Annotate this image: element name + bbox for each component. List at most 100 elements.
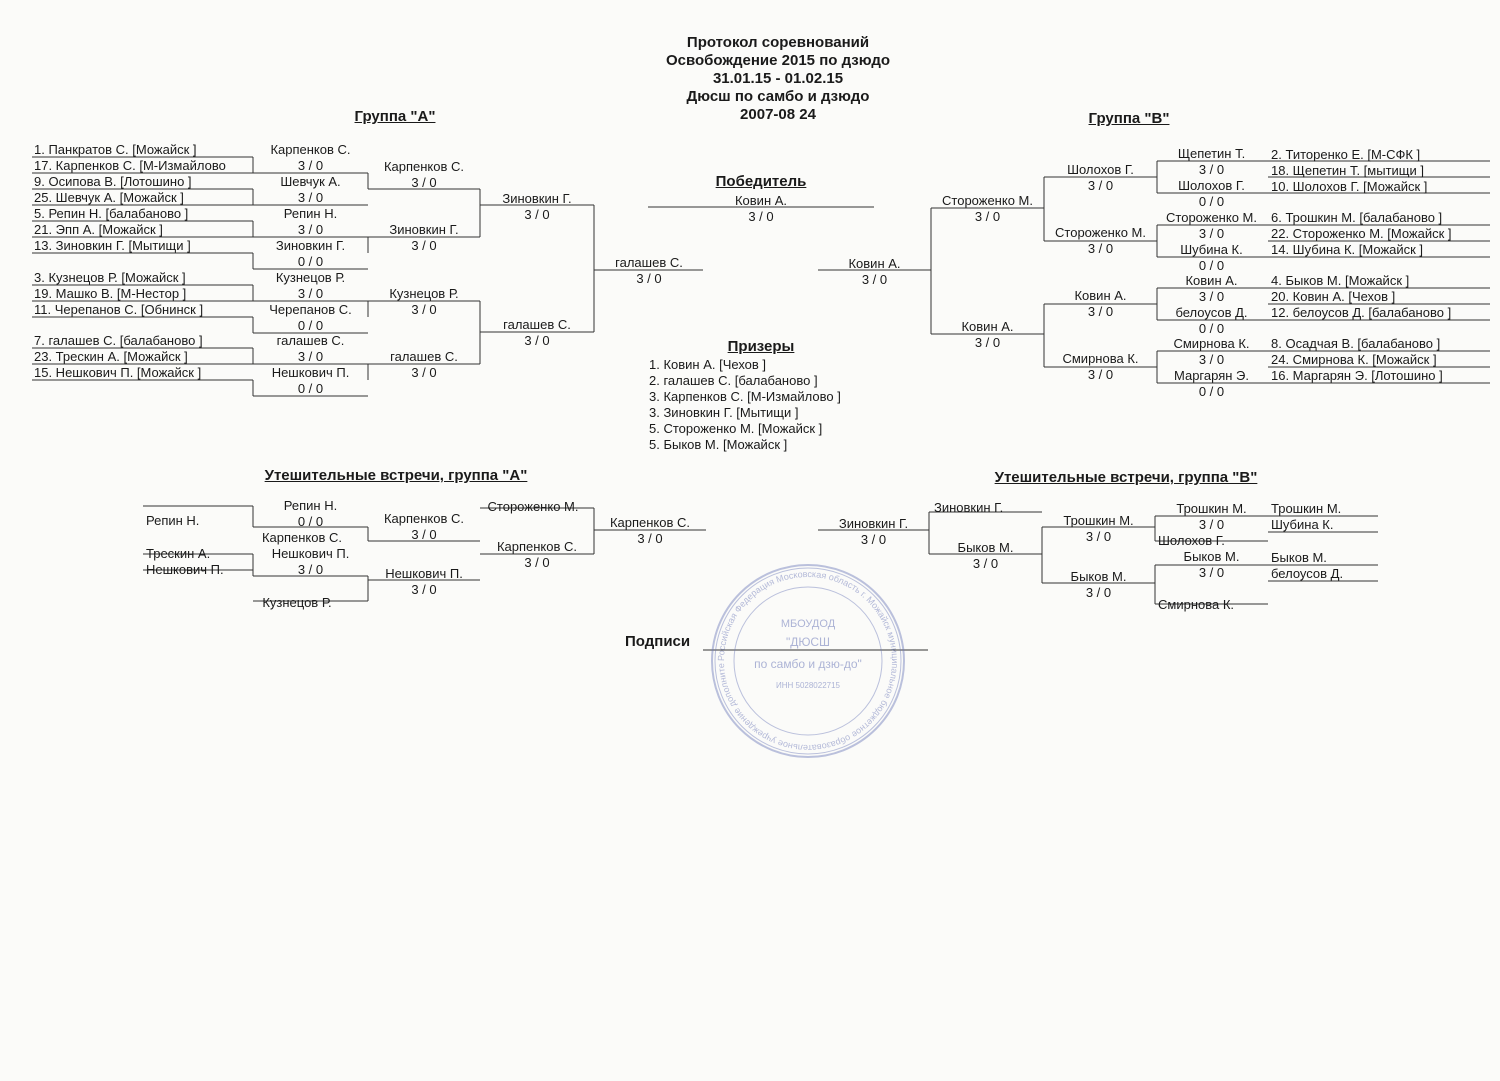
match-winner: Нешкович П. (385, 566, 463, 581)
prize-item: 3. Карпенков С. [М-Измайлово ] (649, 389, 841, 404)
entrant: 18. Щепетин Т. [мытищи ] (1271, 163, 1424, 178)
document-header: Протокол соревнований Освобождение 2015 … (578, 34, 978, 124)
entrant: Быков М. (1271, 550, 1327, 565)
match-winner: Шолохов Г. (1178, 178, 1245, 193)
match-score: 0 / 0 (297, 381, 324, 396)
match-score: 3 / 0 (1087, 178, 1114, 193)
match-score: 3 / 0 (411, 175, 437, 190)
match-winner: Кузнецов Р. (389, 286, 459, 301)
match-score: 3 / 0 (1198, 352, 1225, 367)
match-score: 3 / 0 (524, 333, 550, 348)
group-a-final-score: 3 / 0 (636, 271, 662, 286)
consolation-a-final-winner: Карпенков С. (609, 515, 691, 530)
match-winner: Щепетин Т. (1177, 146, 1246, 161)
match-winner: Шолохов Г. (1158, 533, 1225, 548)
match-winner: Кузнецов Р. (262, 595, 332, 610)
match-winner: Быков М. (1183, 549, 1240, 564)
match-winner: Карпенков С. (496, 539, 578, 554)
match-winner: галашев С. (503, 317, 571, 332)
entrant: Нешкович П. (146, 562, 224, 577)
match-winner: Стороженко М. (1166, 210, 1257, 225)
entrant: 19. Машко В. [М-Нестор ] (34, 286, 187, 301)
entrant: 14. Шубина К. [Можайск ] (1271, 242, 1424, 257)
entrant: 7. галашев С. [балабаново ] (34, 333, 203, 348)
match-score: 3 / 0 (974, 209, 1001, 224)
consolation-a-final-score: 3 / 0 (637, 531, 663, 546)
match-score: 3 / 0 (1087, 304, 1114, 319)
match-score: 3 / 0 (411, 302, 437, 317)
entrant: 22. Стороженко М. [Можайск ] (1271, 226, 1452, 241)
match-winner: Зиновкин Г. (502, 191, 572, 206)
match-winner: Нешкович П. (271, 365, 350, 380)
prize-item: 2. галашев С. [балабаново ] (649, 373, 818, 388)
consolation-b-final-score: 3 / 0 (860, 532, 887, 547)
match-winner: Ковин А. (961, 319, 1014, 334)
stamp-line-2: "ДЮСШ (786, 635, 830, 649)
match-score: 0 / 0 (297, 318, 324, 333)
match-score: 3 / 0 (974, 335, 1001, 350)
match-score: 3 / 0 (411, 582, 437, 597)
match-score: 3 / 0 (1198, 517, 1225, 532)
entrant: 13. Зиновкин Г. [Мытищи ] (34, 238, 191, 253)
entrant: 4. Быков М. [Можайск ] (1271, 273, 1410, 288)
entrant: 23. Трескин А. [Можайск ] (34, 349, 188, 364)
stamp-seal: Российская Федерация Московская область … (704, 556, 908, 759)
match-score: 3 / 0 (1198, 162, 1225, 177)
prize-item: 3. Зиновкин Г. [Мытищи ] (649, 405, 799, 420)
match-winner: Смирнова К. (1158, 597, 1235, 612)
match-winner: Карпенков С. (270, 142, 351, 157)
match-winner: Стороженко М. (487, 499, 579, 514)
entrant: 3. Кузнецов Р. [Можайск ] (34, 270, 186, 285)
match-score: 3 / 0 (297, 286, 324, 301)
entrant: 2. Титоренко Е. [М-СФК ] (1271, 147, 1421, 162)
match-score: 0 / 0 (1198, 258, 1225, 273)
prize-item: 5. Стороженко М. [Можайск ] (649, 421, 823, 436)
match-winner: Смирнова К. (1173, 336, 1250, 351)
match-score: 3 / 0 (1087, 241, 1114, 256)
match-score: 3 / 0 (1085, 585, 1112, 600)
match-winner: Зиновкин Г. (275, 238, 346, 253)
match-score: 3 / 0 (1198, 289, 1225, 304)
match-score: 3 / 0 (1198, 565, 1225, 580)
match-score: 3 / 0 (297, 158, 324, 173)
group-b-title: Группа "В" (1088, 110, 1170, 127)
entrant: 5. Репин Н. [балабаново ] (34, 206, 189, 221)
entrant: 12. белоусов Д. [балабаново ] (1271, 305, 1452, 320)
match-winner: Карпенков С. (383, 159, 465, 174)
winner-name: Ковин А. (734, 193, 788, 208)
match-winner: Ковин А. (1074, 288, 1127, 303)
match-winner: Шевчук А. (280, 174, 341, 189)
entrant: 15. Нешкович П. [Можайск ] (34, 365, 202, 380)
entrant: 10. Шолохов Г. [Можайск ] (1271, 179, 1428, 194)
match-winner: Смирнова К. (1062, 351, 1139, 366)
match-winner: Трошкин М. (1063, 513, 1134, 528)
group-a-title: Группа "А" (354, 108, 436, 125)
entrant: белоусов Д. (1271, 566, 1344, 581)
match-winner: Быков М. (957, 540, 1014, 555)
match-score: 0 / 0 (1198, 321, 1225, 336)
match-score: 0 / 0 (297, 514, 324, 529)
entrant: Трескин А. (146, 546, 211, 561)
entrant: 1. Панкратов С. [Можайск ] (34, 142, 197, 157)
stamp-line-1: МБОУДОД (781, 618, 836, 630)
match-score: 3 / 0 (524, 207, 550, 222)
match-score: 3 / 0 (411, 238, 437, 253)
match-score: 3 / 0 (972, 556, 999, 571)
match-score: 3 / 0 (411, 527, 437, 542)
match-winner: Ковин А. (1185, 273, 1238, 288)
entrant: Шубина К. (1271, 517, 1334, 532)
match-winner: Зиновкин Г. (389, 222, 459, 237)
match-winner: Маргарян Э. (1174, 368, 1249, 383)
stamp-line-4: ИНН 5028022715 (776, 681, 841, 690)
match-score: 0 / 0 (297, 254, 324, 269)
match-winner: Карпенков С. (383, 511, 465, 526)
winner-title: Победитель (715, 173, 807, 190)
stamp-graphic: Российская Федерация Московская область … (704, 556, 905, 758)
match-score: 3 / 0 (411, 365, 437, 380)
group-b-final-winner: Ковин А. (848, 256, 901, 271)
match-winner: Стороженко М. (942, 193, 1033, 208)
match-score: 3 / 0 (1085, 529, 1112, 544)
match-winner: галашев С. (390, 349, 458, 364)
consolation-b-title: Утешительные встречи, группа "В" (994, 469, 1258, 486)
match-score: 3 / 0 (297, 190, 324, 205)
